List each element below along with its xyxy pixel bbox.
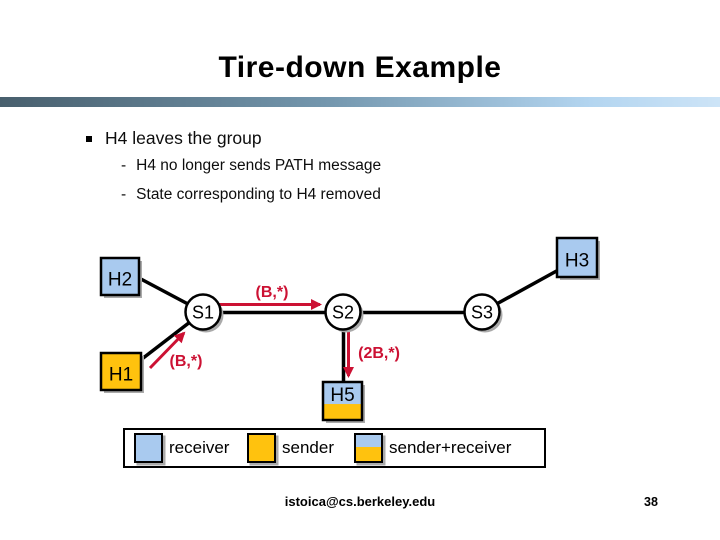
- node-label-H2: H2: [108, 270, 132, 291]
- dash-bullet-icon: -: [121, 157, 127, 174]
- node-H3: [557, 238, 597, 277]
- footer-email: istoica@cs.berkeley.edu: [284, 494, 436, 509]
- node-S1: [184, 293, 222, 331]
- title-divider-rule: [0, 97, 720, 107]
- node-S3: [463, 293, 501, 331]
- node-H1: [101, 353, 141, 390]
- dash-bullet-icon: -: [121, 186, 127, 203]
- arrow-H1-to-S1: [148, 331, 186, 370]
- node-H5-sender-part: [323, 404, 362, 420]
- receiver-swatch: [134, 433, 163, 463]
- sender-swatch: [247, 433, 276, 463]
- flow-label-S2-H5: (2B,*): [358, 345, 400, 362]
- sender-receiver-swatch: [354, 433, 383, 463]
- legend-label: sender: [282, 438, 334, 457]
- node-label-S1: S1: [192, 303, 214, 323]
- square-bullet-icon: [86, 135, 92, 142]
- bullet-text: H4 leaves the group: [105, 128, 262, 148]
- page-number: 38: [644, 495, 658, 509]
- legend-item-receiver: receiver: [134, 430, 229, 466]
- node-S2: [324, 293, 362, 331]
- sub-bullet-text: State corresponding to H4 removed: [136, 186, 381, 203]
- legend-label: receiver: [169, 438, 230, 457]
- legend-label: sender+receiver: [389, 438, 512, 457]
- node-label-H1: H1: [109, 365, 133, 386]
- sub-bullet-item: - H4 no longer sends PATH message: [121, 157, 381, 175]
- slide-title: Tire-down Example: [218, 51, 502, 84]
- sub-bullet-text: H4 no longer sends PATH message: [136, 157, 382, 174]
- node-label-H5: H5: [330, 385, 354, 406]
- node-H1-border: [99, 351, 143, 392]
- legend-box: receiver sender sender+receiver: [123, 428, 546, 468]
- legend-item-sender-receiver: sender+receiver: [354, 430, 511, 466]
- sub-bullet-item: - State corresponding to H4 removed: [121, 186, 381, 204]
- node-label-S2: S2: [332, 303, 354, 323]
- flow-label-S1-S2: (B,*): [256, 284, 289, 301]
- node-label-S3: S3: [471, 303, 493, 323]
- legend-item-sender: sender: [247, 430, 334, 466]
- node-H2-border: [99, 256, 141, 297]
- node-H2: [101, 258, 139, 295]
- node-label-H3: H3: [565, 251, 589, 272]
- node-H3-border: [555, 236, 599, 279]
- bullet-item: H4 leaves the group: [86, 128, 262, 149]
- flow-label-H1-S1: (B,*): [170, 353, 203, 370]
- node-H5-border: [321, 380, 364, 422]
